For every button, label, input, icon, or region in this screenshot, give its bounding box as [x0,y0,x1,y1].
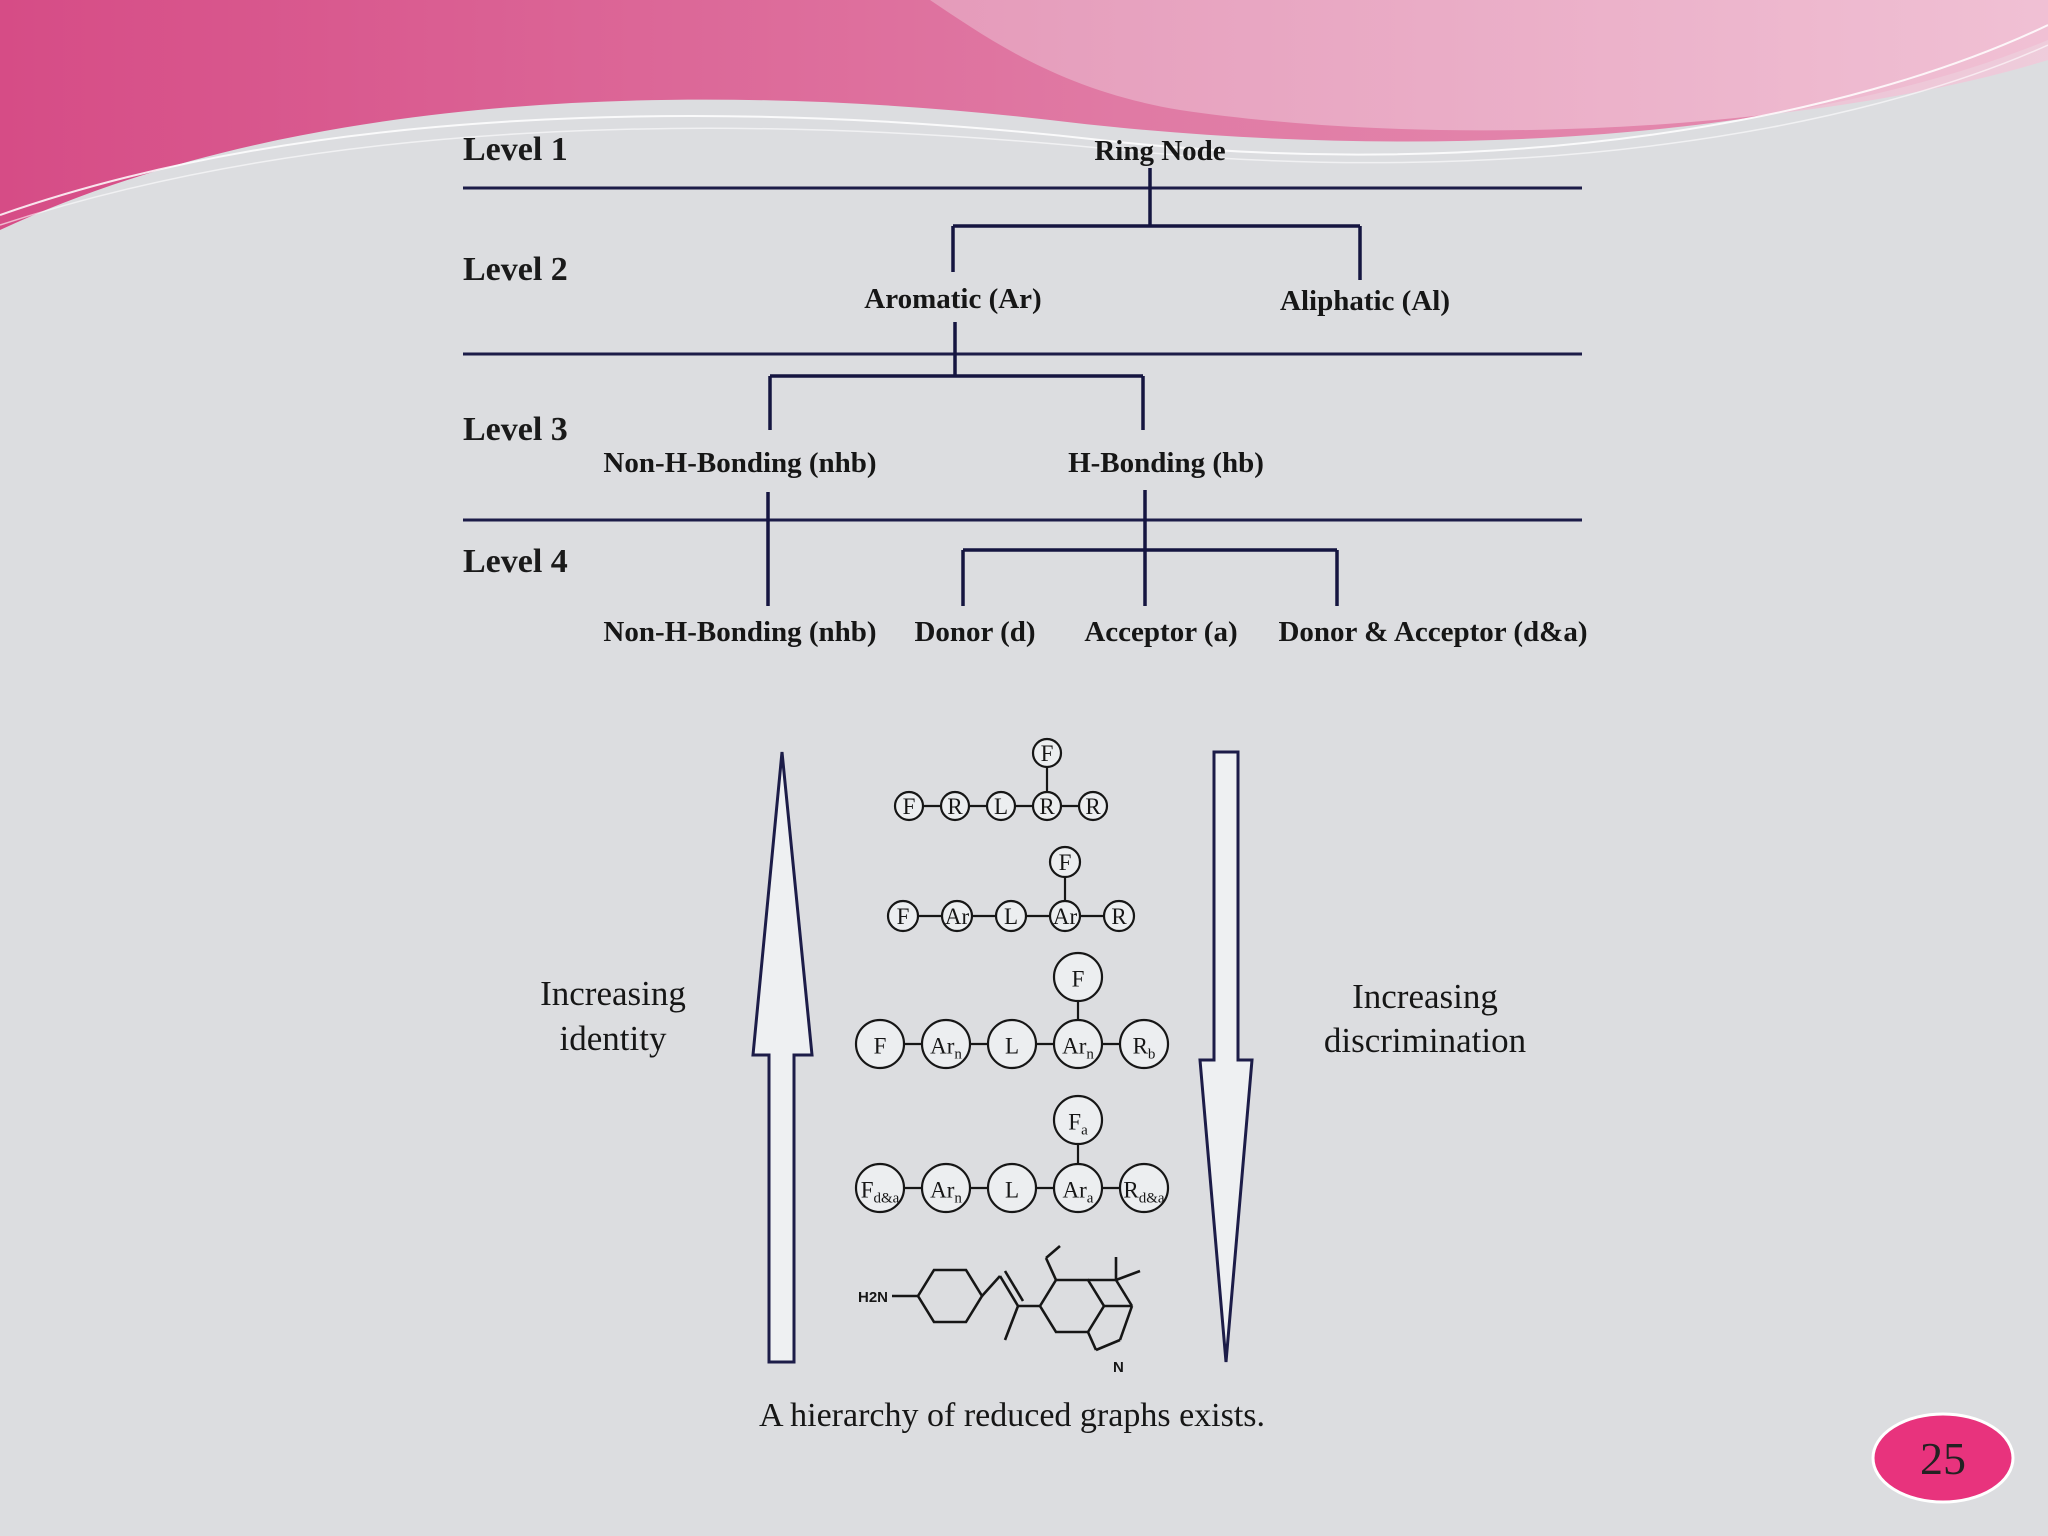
node-level3-non-hb: Non-H-Bonding (nhb) [603,447,876,479]
graph-node [1031,737,1063,769]
graph-node-label: L [1005,1033,1019,1058]
graph-node-label: R [1039,794,1055,819]
tree-nodes: Ring Node Aromatic (Ar) Aliphatic (Al) N… [603,135,1587,648]
graph-node-label: F [903,794,916,819]
graph-node [1118,1162,1170,1214]
node-aliphatic: Aliphatic (Al) [1280,285,1450,317]
molecule-structure [892,1245,1141,1352]
graph-node-label: L [1005,1177,1019,1202]
node-donor: Donor (d) [914,616,1035,648]
graph-node-label: F [897,904,910,929]
graph-node [1052,1094,1104,1146]
graph-node [920,1018,972,1070]
graph-node-subscript: n [1086,1046,1094,1062]
node-level4-non-hb: Non-H-Bonding (nhb) [603,616,876,648]
node-ring: Ring Node [1094,135,1225,167]
tree-connectors [766,168,1362,606]
level-1-label: Level 1 [463,131,568,168]
graph-node [1048,899,1082,933]
graph-node-label: Ar [1053,904,1078,929]
figure-caption: A hierarchy of reduced graphs exists. [759,1397,1265,1434]
graph-node-label: L [1004,904,1018,929]
graph-node [854,1162,906,1214]
graph-node [939,790,971,822]
graph-node-label: Ar [945,904,970,929]
graph-node-subscript: d&a [1139,1190,1165,1206]
page-number-badge: 25 [1871,1412,2015,1504]
graph-node-label: F [874,1033,887,1058]
graph-node-label: F [1059,850,1072,875]
graph-node [986,1162,1038,1214]
down-arrow [1198,750,1254,1363]
graph-node-subscript: b [1148,1046,1156,1062]
graph-node [1048,845,1082,879]
graph-node-label: R [1085,794,1101,819]
graph-node [994,899,1028,933]
graph-node-subscript: n [954,1046,962,1062]
graph-node-label: F [1041,741,1054,766]
level-separators [463,186,1582,522]
level-4-label: Level 4 [463,543,568,580]
increasing-identity-line1: Increasing [540,974,686,1013]
level-labels: Level 1 Level 2 Level 3 Level 4 [463,131,568,580]
node-acceptor: Acceptor (a) [1084,616,1237,648]
graph-node-subscript: n [954,1190,962,1206]
increasing-identity-line2: identity [560,1019,667,1058]
level-2-label: Level 2 [463,251,568,288]
graph-node-label: F [1072,966,1085,991]
graph-node [1052,1162,1104,1214]
node-donor-acceptor: Donor & Acceptor (d&a) [1278,616,1587,648]
graph-node-subscript: d&a [873,1190,899,1206]
graph-node [886,899,920,933]
graph-node-label: R [1111,904,1127,929]
graph-node [985,790,1017,822]
amine-group: H2N [858,1289,888,1306]
graph-node [893,790,925,822]
graph-node [986,1018,1038,1070]
graph-node [1052,1018,1104,1070]
node-level3-hb: H-Bonding (hb) [1068,447,1264,479]
graph-node-subscript: a [1081,1122,1088,1138]
increasing-discrimination-line1: Increasing [1352,977,1498,1016]
graph-node [1118,1018,1170,1070]
level-3-label: Level 3 [463,411,568,448]
increasing-discrimination-line2: discrimination [1324,1021,1526,1060]
graph-node [1102,899,1136,933]
graph-node-subscript: a [1087,1190,1094,1206]
page-number: 25 [1920,1433,1966,1484]
graph-node [1031,790,1063,822]
graph-node-label: L [994,794,1008,819]
graph-node [1052,951,1104,1003]
graph-node [940,899,974,933]
graph-node [1077,790,1109,822]
graph-node [854,1018,906,1070]
graph-node-label: R [947,794,963,819]
ring-nitrogen: N [1113,1359,1124,1376]
up-arrow [751,751,814,1364]
node-aromatic: Aromatic (Ar) [864,283,1041,315]
graph-node [920,1162,972,1214]
header-banner [0,0,2048,230]
